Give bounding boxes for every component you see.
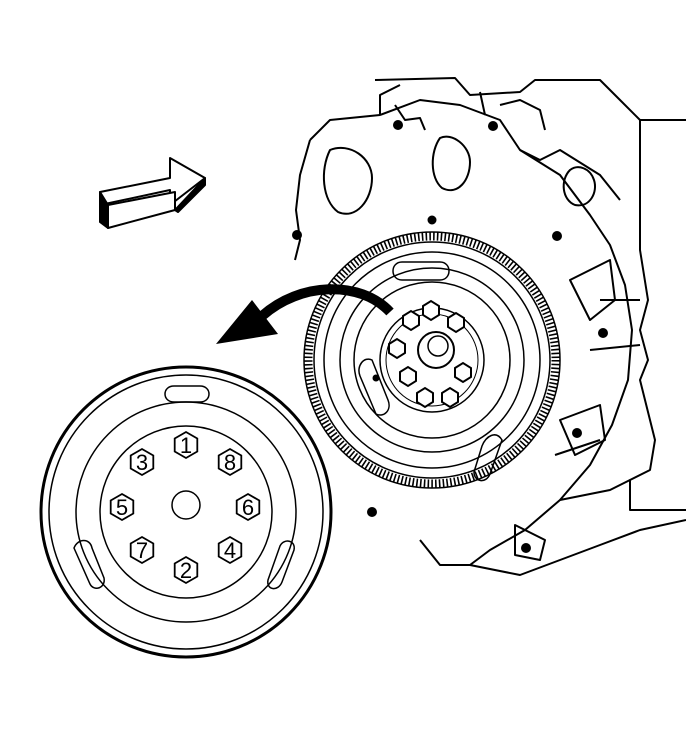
bolt-number-label: 7	[136, 538, 148, 563]
direction-arrow-icon	[99, 157, 206, 229]
bolt-number-label: 4	[224, 538, 236, 563]
flywheel-bolt	[416, 386, 434, 409]
crank-center-hole	[417, 331, 455, 369]
detail-center-hole	[171, 490, 201, 520]
bolt-8: 8	[217, 447, 243, 477]
bolt-4: 4	[217, 535, 243, 565]
bolt-number-label: 6	[242, 495, 254, 520]
bolt-7: 7	[129, 535, 155, 565]
flywheel	[303, 215, 561, 489]
bolt-hex-icon	[173, 430, 199, 460]
bolt-number-label: 3	[136, 450, 148, 475]
ring-gear-outer	[303, 231, 561, 489]
bolt-6: 6	[235, 492, 261, 522]
engine-block-bolt-holes	[292, 120, 608, 553]
bolt-hex-icon	[129, 447, 155, 477]
bolt-number-label: 5	[116, 495, 128, 520]
flywheel-bolt	[399, 365, 417, 388]
detail-slot-left	[73, 539, 105, 589]
bolt-sequence: 1 864 2 753	[109, 430, 261, 585]
ring-gear-teeth	[303, 231, 561, 489]
bolt-hex-icon	[173, 555, 199, 585]
bolt-number-label: 8	[224, 450, 236, 475]
detail-slot-top	[164, 385, 210, 403]
flywheel-bolt	[402, 309, 420, 332]
flywheel-bolt	[422, 299, 440, 322]
flywheel-slot	[392, 261, 450, 281]
bolt-2: 2	[173, 555, 199, 585]
bolt-hex-icon	[217, 447, 243, 477]
bolt-number-label: 2	[180, 558, 192, 583]
bolt-hex-icon	[129, 535, 155, 565]
bolt-1: 1	[173, 430, 199, 460]
callout-arrow-icon	[216, 284, 394, 344]
bolt-sequence-detail-view	[39, 365, 333, 659]
flywheel-slot	[358, 358, 390, 416]
flywheel-bolt	[454, 361, 472, 384]
detail-hub-ring	[99, 425, 273, 599]
engine-block	[294, 77, 686, 576]
detail-slot-right	[267, 540, 295, 590]
bolt-hex-icon	[217, 535, 243, 565]
detail-outer-ring	[39, 365, 333, 659]
flywheel-slot	[473, 434, 503, 482]
bolt-3: 3	[129, 447, 155, 477]
bolt-number-label: 1	[180, 433, 192, 458]
ring-gear-inner	[313, 241, 551, 479]
flywheel-bolt	[388, 337, 406, 360]
bolt-5: 5	[109, 492, 135, 522]
bolt-hex-icon	[109, 492, 135, 522]
flywheel-bolts	[388, 299, 472, 409]
flywheel-bolt	[441, 386, 459, 409]
bolt-hex-icon	[235, 492, 261, 522]
flywheel-bolt	[447, 311, 465, 334]
